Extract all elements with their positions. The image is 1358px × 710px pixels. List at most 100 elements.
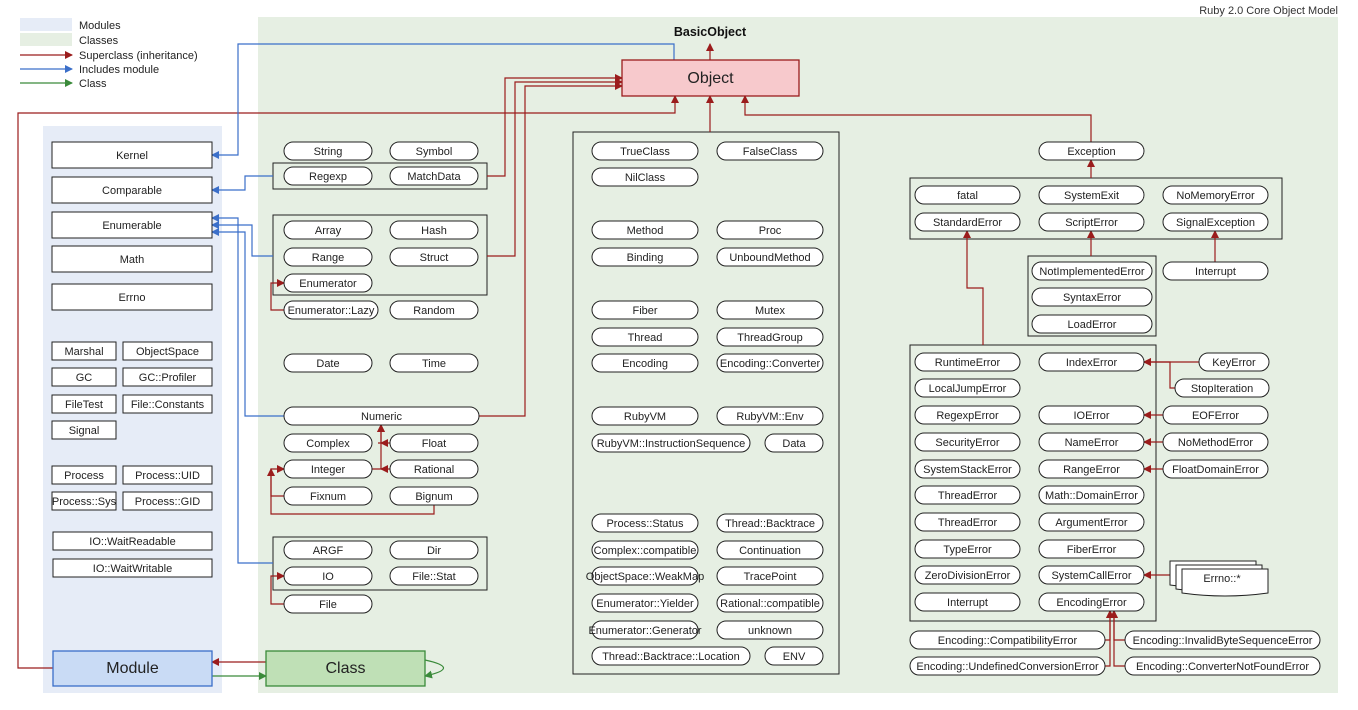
threaderror-node[interactable] (914, 512, 1021, 532)
enumerator-generator-node[interactable] (591, 620, 699, 640)
module-box[interactable] (52, 650, 213, 687)
process-status-node[interactable] (591, 513, 699, 533)
systemstackerror-node[interactable] (914, 459, 1021, 479)
class-box[interactable] (265, 650, 426, 687)
argf-node[interactable] (283, 540, 373, 560)
interrupt-node[interactable] (914, 592, 1021, 612)
complex-node[interactable] (283, 433, 373, 453)
io-waitwritable-node[interactable] (52, 558, 213, 578)
localjumperror-node[interactable] (914, 378, 1021, 398)
errno-node[interactable] (51, 283, 213, 311)
process-sys-node[interactable] (51, 491, 117, 511)
threaderror-node[interactable] (914, 485, 1021, 505)
hash-node[interactable] (389, 220, 479, 240)
env-node[interactable] (764, 646, 824, 666)
nameerror-node[interactable] (1038, 432, 1145, 452)
thread-backtrace-location-node[interactable] (591, 646, 751, 666)
scripterror-node[interactable] (1038, 212, 1145, 232)
systemexit-node[interactable] (1038, 185, 1145, 205)
rational-compatible-node[interactable] (716, 593, 824, 613)
unboundmethod-node[interactable] (716, 247, 824, 267)
binding-node[interactable] (591, 247, 699, 267)
encoding-node[interactable] (591, 353, 699, 373)
bignum-node[interactable] (389, 486, 479, 506)
nomemoryerror-node[interactable] (1162, 185, 1269, 205)
numeric-node[interactable] (283, 406, 480, 426)
zerodivisionerror-node[interactable] (914, 565, 1021, 585)
threadgroup-node[interactable] (716, 327, 824, 347)
complex-compatible-node[interactable] (591, 540, 699, 560)
date-node[interactable] (283, 353, 373, 373)
unknown-node[interactable] (716, 620, 824, 640)
continuation-node[interactable] (716, 540, 824, 560)
mutex-node[interactable] (716, 300, 824, 320)
typeerror-node[interactable] (914, 539, 1021, 559)
file-stat-node[interactable] (389, 566, 479, 586)
fixnum-node[interactable] (283, 486, 373, 506)
float-node[interactable] (389, 433, 479, 453)
fatal-node[interactable] (914, 185, 1021, 205)
runtimeerror-node[interactable] (914, 352, 1021, 372)
process-node[interactable] (51, 465, 117, 485)
file-node[interactable] (283, 594, 373, 614)
rubyvm-node[interactable] (591, 406, 699, 426)
array-node[interactable] (283, 220, 373, 240)
range-node[interactable] (283, 247, 373, 267)
kernel-node[interactable] (51, 141, 213, 169)
encodingerror-node[interactable] (1038, 592, 1145, 612)
matchdata-node[interactable] (389, 166, 479, 186)
signal-node[interactable] (51, 420, 117, 440)
gc-profiler-node[interactable] (122, 367, 213, 387)
keyerror-node[interactable] (1198, 352, 1270, 372)
encoding-converternotfounderror-node[interactable] (1124, 656, 1321, 676)
method-node[interactable] (591, 220, 699, 240)
thread-backtrace-node[interactable] (716, 513, 824, 533)
enumerator-lazy-node[interactable] (283, 300, 379, 320)
encoding-converter-node[interactable] (716, 353, 824, 373)
time-node[interactable] (389, 353, 479, 373)
objectspace-node[interactable] (122, 341, 213, 361)
nilclass-node[interactable] (591, 167, 699, 187)
thread-node[interactable] (591, 327, 699, 347)
gc-node[interactable] (51, 367, 117, 387)
rubyvm-instructionsequence-node[interactable] (591, 433, 751, 453)
object-box[interactable] (621, 59, 800, 97)
eoferror-node[interactable] (1162, 405, 1269, 425)
struct-node[interactable] (389, 247, 479, 267)
enumerator-yielder-node[interactable] (591, 593, 699, 613)
dir-node[interactable] (389, 540, 479, 560)
objectspace-weakmap-node[interactable] (591, 566, 699, 586)
fibererror-node[interactable] (1038, 539, 1145, 559)
trueclass-node[interactable] (591, 141, 699, 161)
io-waitreadable-node[interactable] (52, 531, 213, 551)
random-node[interactable] (389, 300, 479, 320)
indexerror-node[interactable] (1038, 352, 1145, 372)
io-node[interactable] (283, 566, 373, 586)
tracepoint-node[interactable] (716, 566, 824, 586)
nomethoderror-node[interactable] (1162, 432, 1269, 452)
rubyvm-env-node[interactable] (716, 406, 824, 426)
notimplementederror-node[interactable] (1031, 261, 1153, 281)
filetest-node[interactable] (51, 394, 117, 414)
string-node[interactable] (283, 141, 373, 161)
enumerable-node[interactable] (51, 211, 213, 239)
fiber-node[interactable] (591, 300, 699, 320)
process-uid-node[interactable] (122, 465, 213, 485)
rangeerror-node[interactable] (1038, 459, 1145, 479)
data-node[interactable] (764, 433, 824, 453)
securityerror-node[interactable] (914, 432, 1021, 452)
proc-node[interactable] (716, 220, 824, 240)
standarderror-node[interactable] (914, 212, 1021, 232)
exception-node[interactable] (1038, 141, 1145, 161)
rational-node[interactable] (389, 459, 479, 479)
signalexception-node[interactable] (1162, 212, 1269, 232)
marshal-node[interactable] (51, 341, 117, 361)
comparable-node[interactable] (51, 176, 213, 204)
encoding-undefinedconversionerror-node[interactable] (909, 656, 1106, 676)
stopiteration-node[interactable] (1174, 378, 1270, 398)
systemcallerror-node[interactable] (1038, 565, 1145, 585)
falseclass-node[interactable] (716, 141, 824, 161)
process-gid-node[interactable] (122, 491, 213, 511)
encoding-invalidbytesequenceerror-node[interactable] (1124, 630, 1321, 650)
floatdomainerror-node[interactable] (1162, 459, 1269, 479)
